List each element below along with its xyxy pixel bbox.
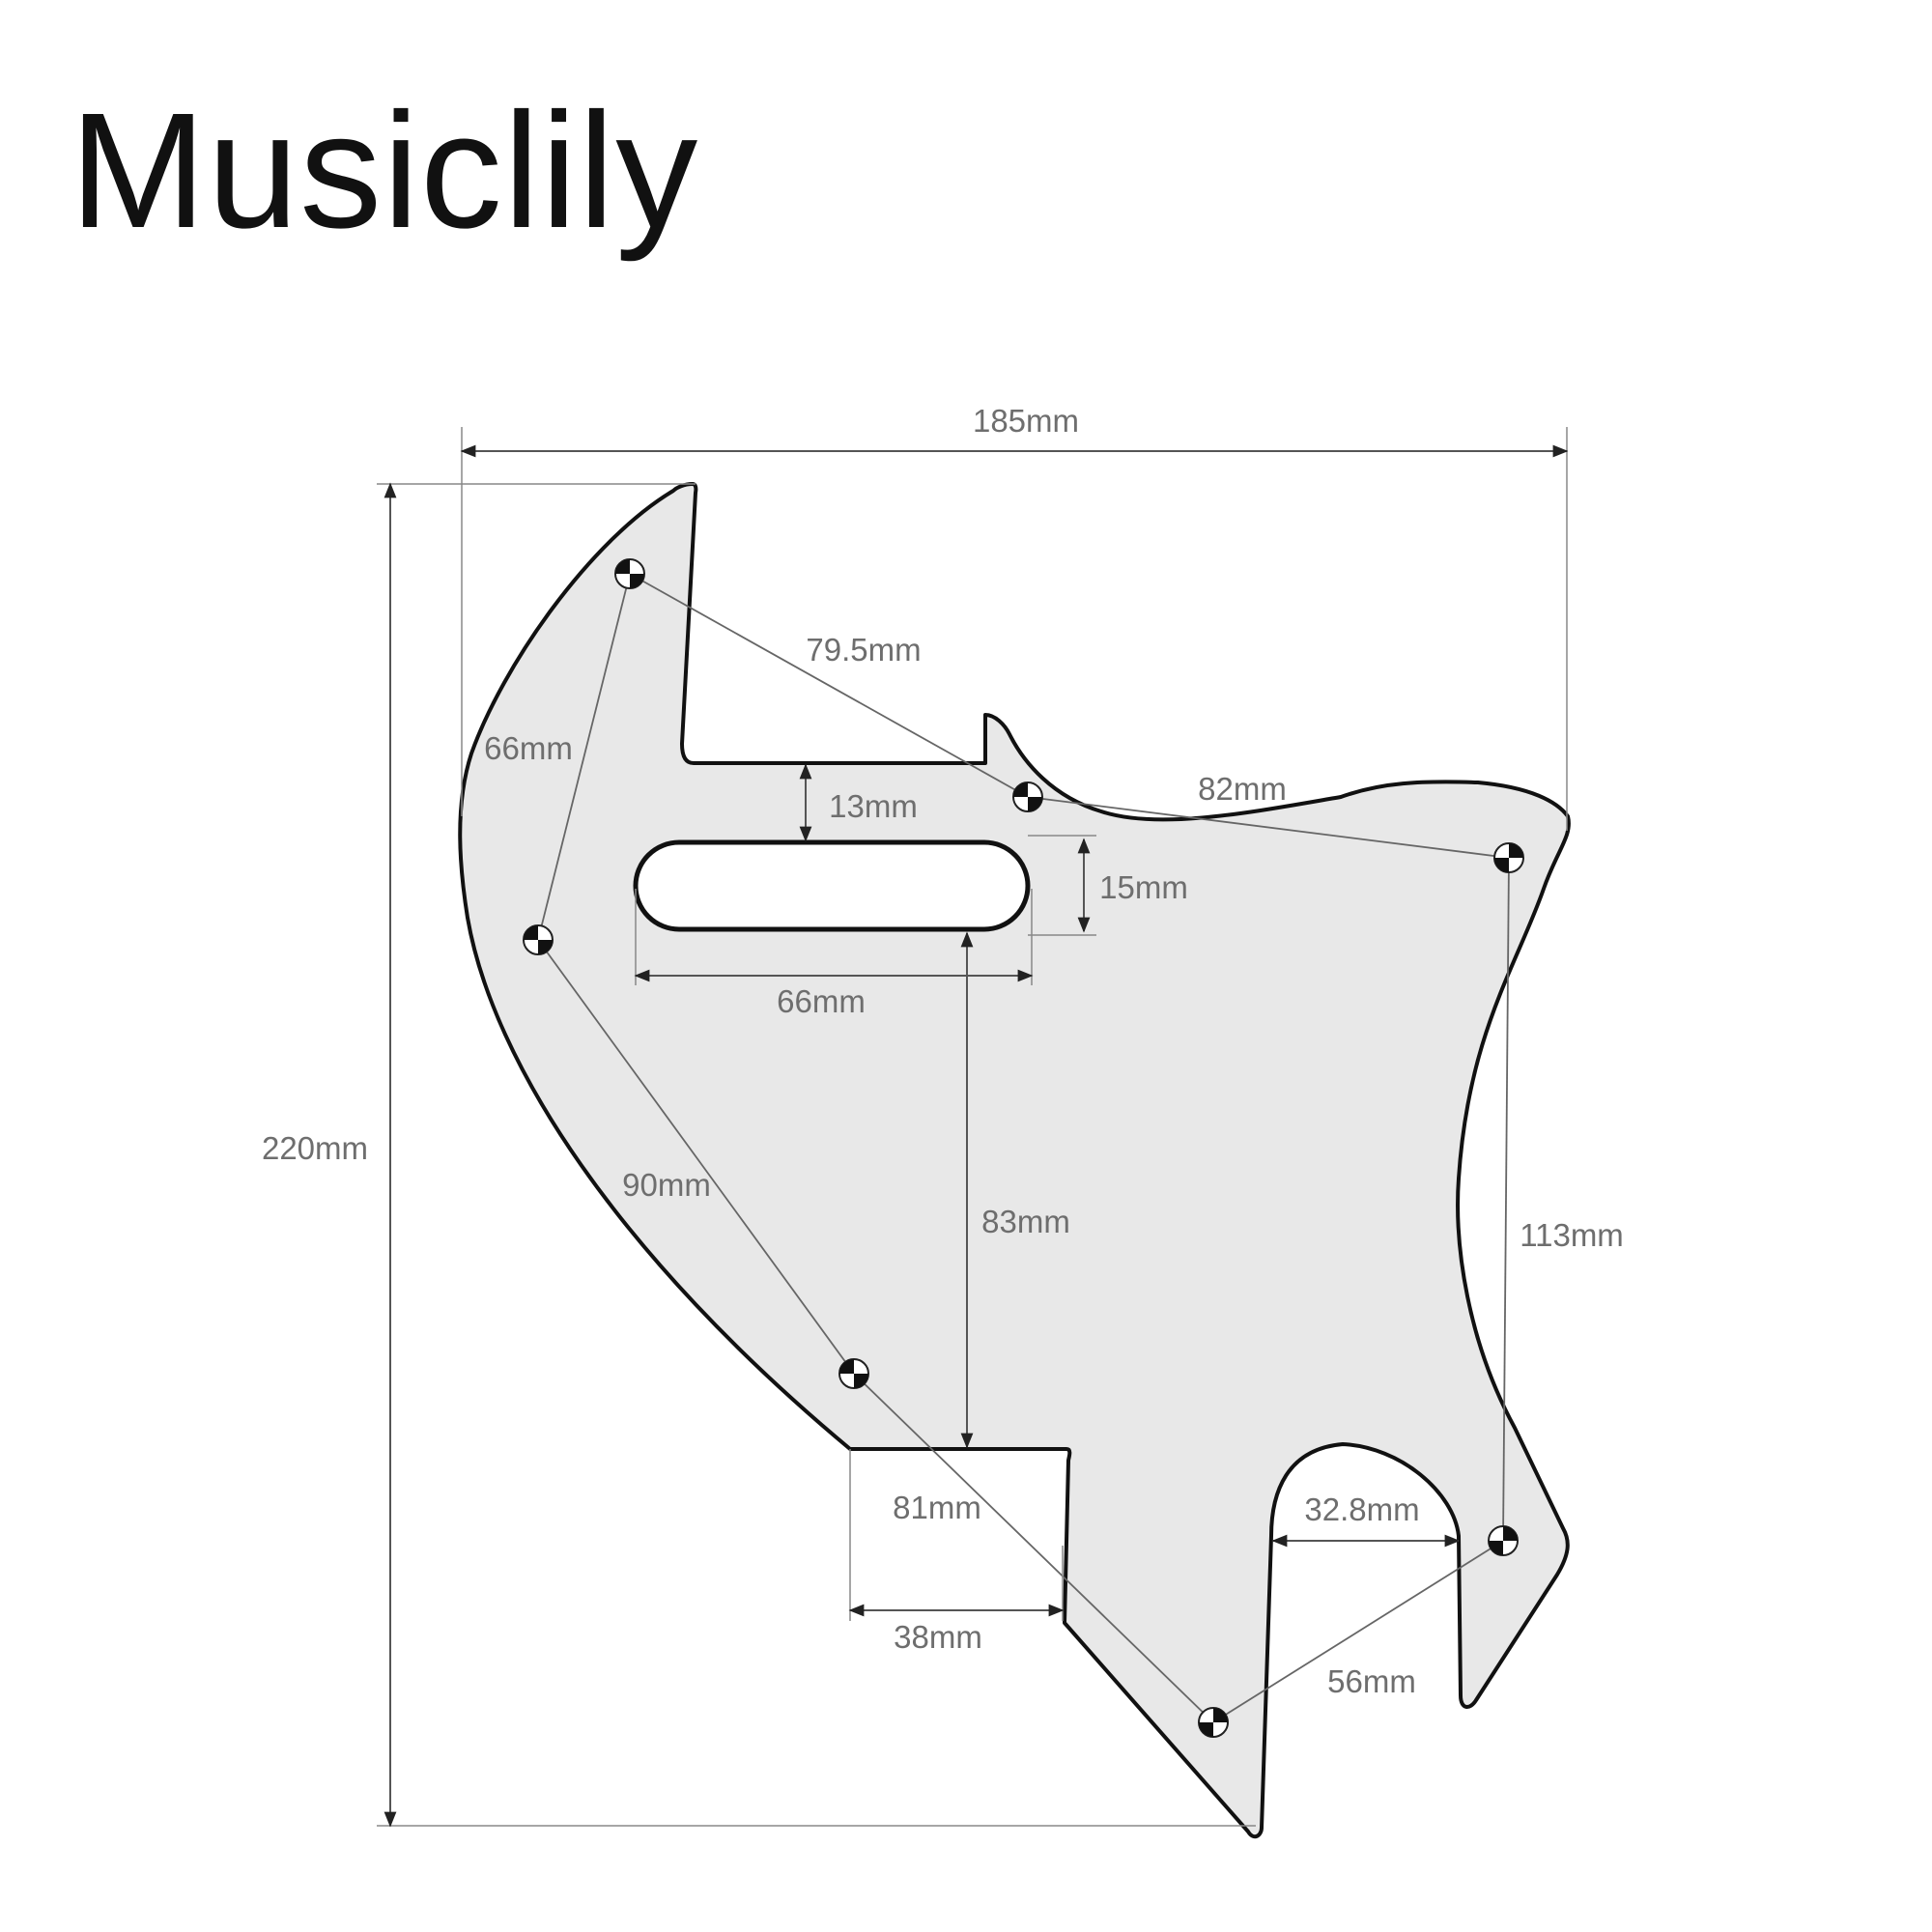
screw-hole: [1493, 842, 1524, 873]
label-overall-height: 220mm: [262, 1130, 368, 1166]
label-screw-bottom-to-right-bottom: 56mm: [1327, 1663, 1416, 1699]
label-screw-right-top-to-right-bottom: 113mm: [1520, 1217, 1624, 1253]
screw-spacing-lines: [537, 573, 1510, 1723]
screw-hole: [614, 558, 645, 589]
label-bottom-cutout-width: 32.8mm: [1304, 1492, 1419, 1527]
pickguard-outline: [458, 482, 1571, 1839]
brand-title: Musiclily: [70, 79, 699, 263]
label-screw-top-left-to-neck: 79.5mm: [806, 632, 921, 668]
dimension-arrows: [384, 444, 1569, 1828]
pickup-slot: [633, 839, 1031, 932]
label-screw-neck-to-top-right: 82mm: [1198, 771, 1287, 807]
label-screw-mid-left-to-lower-left: 90mm: [622, 1167, 711, 1203]
label-slot-to-bottom-step: 83mm: [981, 1204, 1070, 1239]
label-screw-lower-left-to-bottom: 81mm: [893, 1490, 981, 1525]
label-slot-width: 66mm: [777, 983, 866, 1019]
label-overall-width: 185mm: [973, 403, 1079, 439]
screw-hole: [1012, 781, 1043, 812]
screw-hole: [1198, 1707, 1229, 1738]
screw-hole: [523, 924, 554, 955]
screw-hole: [838, 1358, 869, 1389]
label-slot-height: 15mm: [1099, 869, 1188, 905]
label-neck-pocket-to-slot: 13mm: [829, 788, 918, 824]
label-screw-top-left-to-mid-left: 66mm: [484, 730, 573, 766]
label-bottom-step-width: 38mm: [894, 1619, 982, 1655]
screw-hole: [1488, 1525, 1519, 1556]
extension-lines: [377, 427, 1568, 1827]
